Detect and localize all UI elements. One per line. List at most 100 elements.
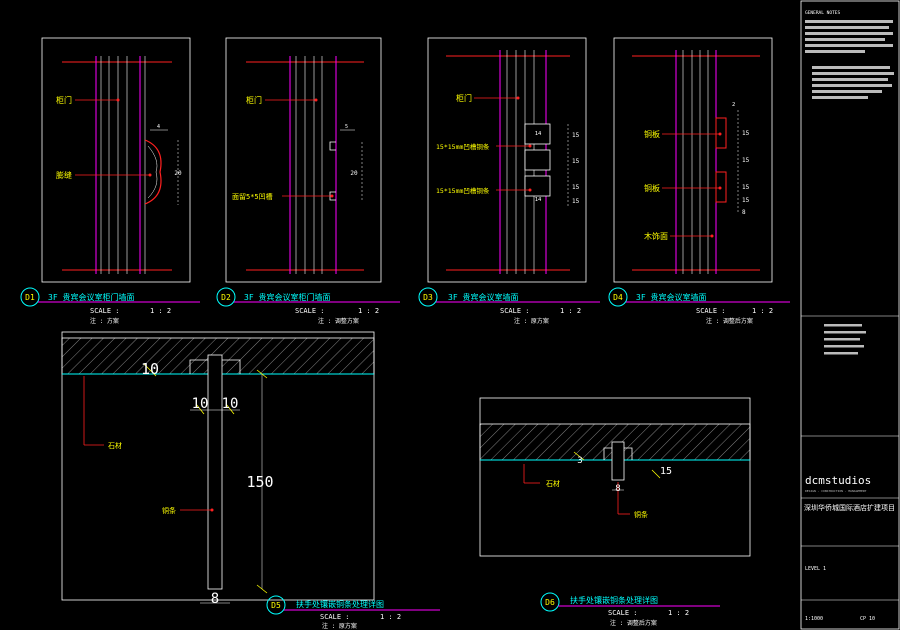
d4-code: D4 xyxy=(613,293,623,302)
d5-tag-circle xyxy=(266,595,286,615)
d2-label: 柜门 xyxy=(246,95,262,105)
d2-scale-label: SCALE : xyxy=(295,307,325,315)
d1-dim: 4 xyxy=(157,124,160,130)
d6-label: 铜条 xyxy=(634,510,648,519)
d6-scale-label: SCALE : xyxy=(608,609,638,617)
d1-title: 3F 贵宾会议室柜门墙面 xyxy=(48,292,134,302)
d4-dim: 8 xyxy=(742,209,746,216)
d3-label: 15*15mm凹槽铜条 xyxy=(436,142,490,151)
d5-scale-value: 1 : 2 xyxy=(380,613,401,621)
d3-label: 15*15mm凹槽铜条 xyxy=(436,186,490,195)
d3-scale-value: 1 : 2 xyxy=(560,307,581,315)
d6-dim: 15 xyxy=(660,466,672,477)
d5-dim-tick xyxy=(256,369,268,379)
d5-copper-strip xyxy=(207,354,223,590)
d1-note: 注 : 方案 xyxy=(90,317,119,325)
d2-dim: 20 xyxy=(350,170,358,177)
d4-copper-plate xyxy=(715,171,727,203)
d3-leader-dot xyxy=(528,144,532,148)
cad-drawing-sheet: 柜门 膨缝 4 20 D1 3F 贵宾会议室柜门墙面 SCALE : 1 : 2… xyxy=(20,37,790,630)
d1-code: D1 xyxy=(25,293,35,302)
d1-leader-dot xyxy=(148,173,152,177)
d4-label: 铜板 xyxy=(644,183,660,193)
d6-title: 扶手处镶嵌铜条处理详图 xyxy=(570,595,658,605)
d4-dim: 15 xyxy=(742,197,750,204)
d6-label: 石材 xyxy=(546,479,560,488)
detail-d1: 柜门 膨缝 4 20 D1 3F 贵宾会议室柜门墙面 SCALE : 1 : 2… xyxy=(20,37,200,325)
detail-d2: 柜门 面留5*5凹槽 5 20 D2 3F 贵宾会议室柜门墙面 SCALE : … xyxy=(216,37,400,325)
d5-dim-tick xyxy=(195,403,205,415)
d4-tag-circle xyxy=(608,287,628,307)
d1-label: 膨缝 xyxy=(56,170,72,180)
d4-frame xyxy=(613,37,773,283)
d5-title: 扶手处镶嵌铜条处理详图 xyxy=(296,599,384,609)
d6-copper-strip xyxy=(611,441,625,481)
d1-bulge-profile xyxy=(147,145,158,199)
d6-frame xyxy=(479,397,751,557)
d5-code: D5 xyxy=(271,601,281,610)
d2-leader-dot xyxy=(330,194,334,198)
d3-dim: 15 xyxy=(572,184,580,191)
d6-tag-circle xyxy=(540,592,560,612)
d3-dim: 15 xyxy=(572,198,580,205)
drawing-number: 1:1000 xyxy=(805,616,823,622)
d2-frame xyxy=(225,37,382,283)
d5-scale-label: SCALE : xyxy=(320,613,350,621)
d1-frame xyxy=(41,37,191,283)
d4-dim: 15 xyxy=(742,157,750,164)
d5-label: 石材 xyxy=(108,441,122,450)
d3-groove xyxy=(524,123,551,145)
d2-code: D2 xyxy=(221,293,231,302)
project-name: 深圳华侨城国际酒店扩建项目 xyxy=(804,503,895,512)
d6-dim: 8 xyxy=(615,484,620,494)
studio-subtitle: DESIGN · CONSTRUCTION · MANAGEMENT xyxy=(805,489,867,493)
revision-table xyxy=(824,324,866,355)
d5-dim: 10 xyxy=(192,396,209,412)
title-block-border xyxy=(800,0,900,630)
d5-label: 铜条 xyxy=(162,506,176,515)
d5-dim: 8 xyxy=(211,591,219,607)
d5-dim-tick xyxy=(143,363,157,377)
d4-scale-label: SCALE : xyxy=(696,307,726,315)
d6-scale-value: 1 : 2 xyxy=(668,609,689,617)
d4-scale-value: 1 : 2 xyxy=(752,307,773,315)
d4-leader-dot xyxy=(718,132,722,136)
studio-logo: dcmstudios xyxy=(805,474,871,487)
d3-title: 3F 贵宾会议室墙面 xyxy=(448,292,518,302)
d4-dim: 2 xyxy=(732,102,735,108)
d3-leader-dot xyxy=(516,96,520,100)
d5-note: 注 : 原方案 xyxy=(322,622,357,630)
detail-d4: 铜板 铜板 木饰面 2 15 15 15 15 8 D4 3F 贵宾会议室墙面 … xyxy=(608,37,790,325)
d3-leader-dot xyxy=(528,188,532,192)
d2-leader-dot xyxy=(314,98,318,102)
d5-dim: 10 xyxy=(222,396,239,412)
d1-dim: 20 xyxy=(174,170,182,177)
d2-tag-circle xyxy=(216,287,236,307)
d1-tag-circle xyxy=(20,287,40,307)
d4-note: 注 : 调整后方案 xyxy=(706,317,753,325)
d4-copper-plate xyxy=(715,117,727,149)
detail-d3: 柜门 15*15mm凹槽铜条 15*15mm凹槽铜条 14 15 15 15 1… xyxy=(418,37,600,325)
detail-d5: 石材 铜条 10 10 10 150 8 D5 扶手处镶嵌铜条处理详图 SCAL… xyxy=(61,331,440,630)
d5-dim: 150 xyxy=(246,473,273,491)
d3-note: 注 : 原方案 xyxy=(514,317,549,325)
d1-scale-value: 1 : 2 xyxy=(150,307,171,315)
d1-leader-dot xyxy=(116,98,120,102)
d6-dim-tick xyxy=(651,469,661,479)
level-label: LEVEL 1 xyxy=(805,566,826,572)
general-notes-heading: GENERAL NOTES xyxy=(805,10,841,16)
d4-leader-dot xyxy=(718,186,722,190)
d3-frame xyxy=(427,37,587,283)
detail-d6: 石材 铜条 3 15 8 D6 扶手处镶嵌铜条处理详图 SCALE : 1 : … xyxy=(479,397,751,627)
d1-scale-label: SCALE : xyxy=(90,307,120,315)
d3-scale-label: SCALE : xyxy=(500,307,530,315)
d3-groove xyxy=(524,175,551,197)
d1-label: 柜门 xyxy=(56,95,72,105)
d6-groove xyxy=(603,447,633,460)
d4-leader-dot xyxy=(710,234,714,238)
d3-dim: 14 xyxy=(535,197,542,203)
d3-groove xyxy=(524,149,551,171)
d3-dim: 15 xyxy=(572,132,580,139)
d3-code: D3 xyxy=(423,293,433,302)
d5-leader-dot xyxy=(210,508,214,512)
